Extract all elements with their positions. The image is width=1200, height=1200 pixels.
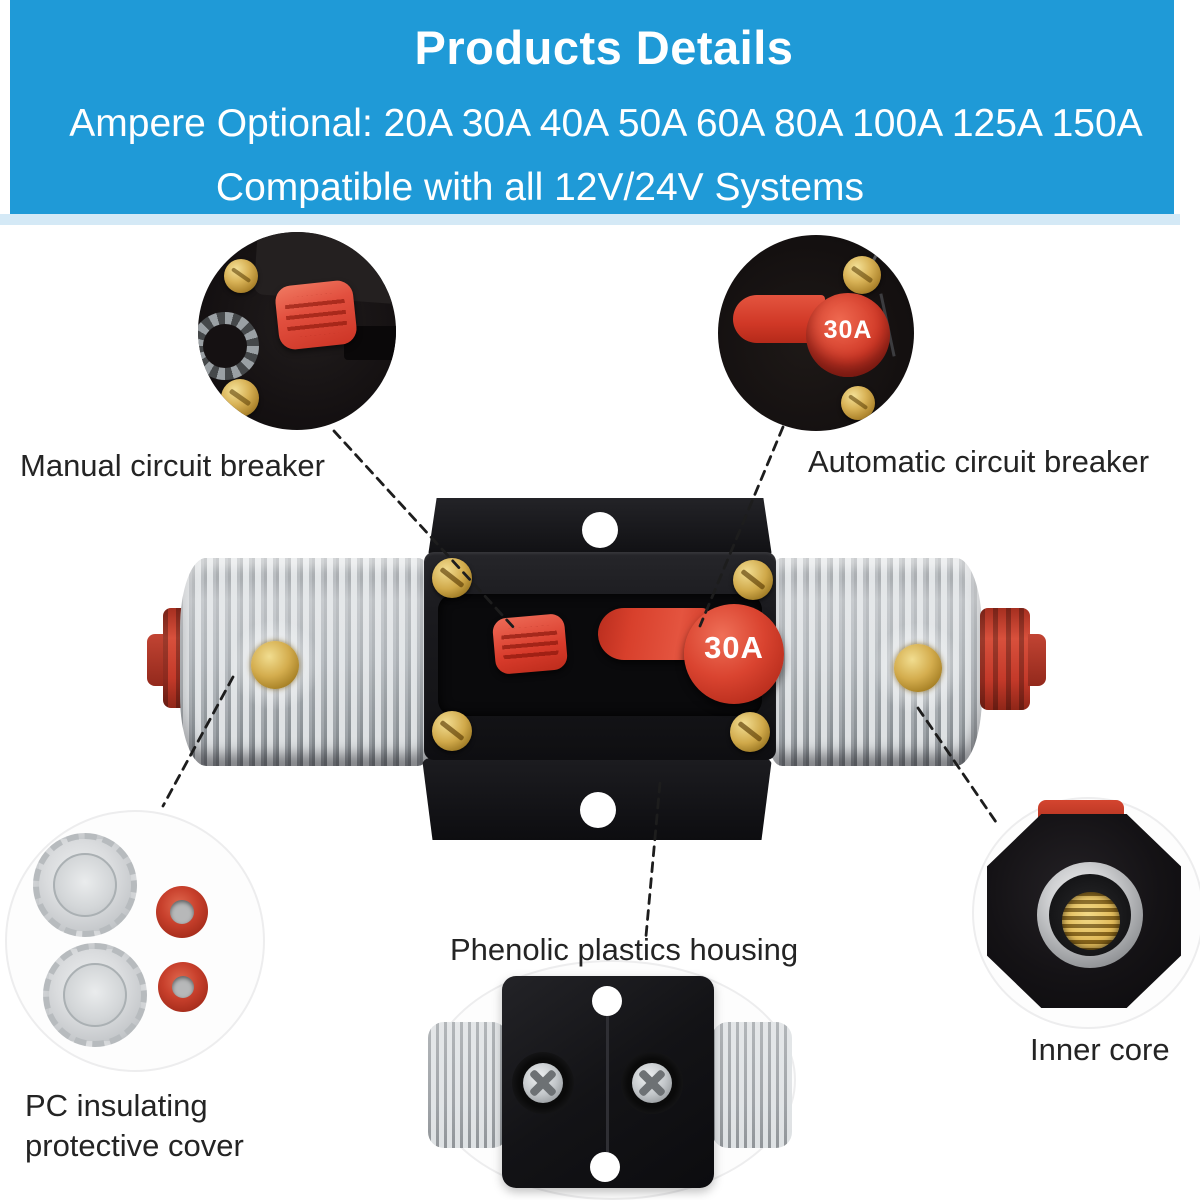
clear-cover-cap (43, 943, 147, 1047)
cross-screw-icon (632, 1063, 672, 1103)
right-terminal-tip (1028, 634, 1046, 686)
corner-screw (733, 560, 773, 600)
brass-screw-icon (221, 379, 259, 417)
automatic-breaker-zoom-photo: 30A (718, 235, 914, 431)
pc-cover-photo (5, 810, 265, 1072)
amp-badge: 30A (823, 316, 873, 344)
banner-underline (0, 214, 1180, 225)
terminal-pod (512, 1052, 574, 1114)
red-insulating-ring (158, 962, 208, 1012)
brass-screw-icon (841, 386, 875, 420)
breaker-lever: 30A (598, 602, 784, 706)
amp-badge: 30A (704, 630, 764, 665)
compatibility-line: Compatible with all 12V/24V Systems (215, 166, 865, 209)
label-pc-insulating-protective-cover: PC insulating protective cover (25, 1088, 244, 1163)
right-end-cap (980, 608, 1030, 710)
mounting-hole (592, 986, 622, 1016)
knurled-ring (198, 312, 259, 380)
manual-reset-button (491, 612, 569, 676)
main-product-photo: 30A (140, 490, 1060, 850)
clear-cover-cap (33, 833, 137, 937)
manual-reset-button (273, 279, 359, 351)
brass-screw-icon (843, 256, 881, 294)
corner-screw (432, 558, 472, 598)
left-clear-cover (180, 558, 430, 766)
right-clear-cover-small (712, 1022, 792, 1148)
ampere-options-line: Ampere Optional: 20A 30A 40A 50A 60A 80A… (69, 102, 1143, 145)
mounting-tab-top (428, 498, 772, 556)
corner-screw (730, 712, 770, 752)
mounting-hole (590, 1152, 620, 1182)
mounting-hole (580, 792, 616, 828)
header-banner: Products Details Ampere Optional: 20A 30… (10, 0, 1174, 214)
corner-screw (432, 711, 472, 751)
brass-screw-icon (224, 259, 258, 293)
breaker-lever-head (806, 293, 890, 377)
mounting-hole (582, 512, 618, 548)
left-terminal-tip (147, 634, 165, 686)
mounting-tab-bottom (422, 758, 772, 840)
phenolic-base-plate (502, 976, 714, 1188)
terminal-nut (251, 641, 299, 689)
plate-groove (606, 1006, 609, 1162)
label-phenolic-plastics-housing: Phenolic plastics housing (450, 932, 799, 967)
cross-screw-icon (523, 1063, 563, 1103)
terminal-nut (894, 644, 942, 692)
label-inner-core: Inner core (1030, 1032, 1170, 1067)
manual-breaker-zoom-photo (198, 232, 396, 430)
right-clear-cover (770, 558, 982, 766)
core-brass-thread (1062, 892, 1120, 950)
red-insulating-ring (156, 886, 208, 938)
label-automatic-circuit-breaker: Automatic circuit breaker (808, 444, 1150, 479)
left-clear-cover-small (428, 1022, 508, 1148)
terminal-pod (621, 1052, 683, 1114)
page-title: Products Details (414, 21, 794, 74)
label-manual-circuit-breaker: Manual circuit breaker (20, 448, 325, 483)
